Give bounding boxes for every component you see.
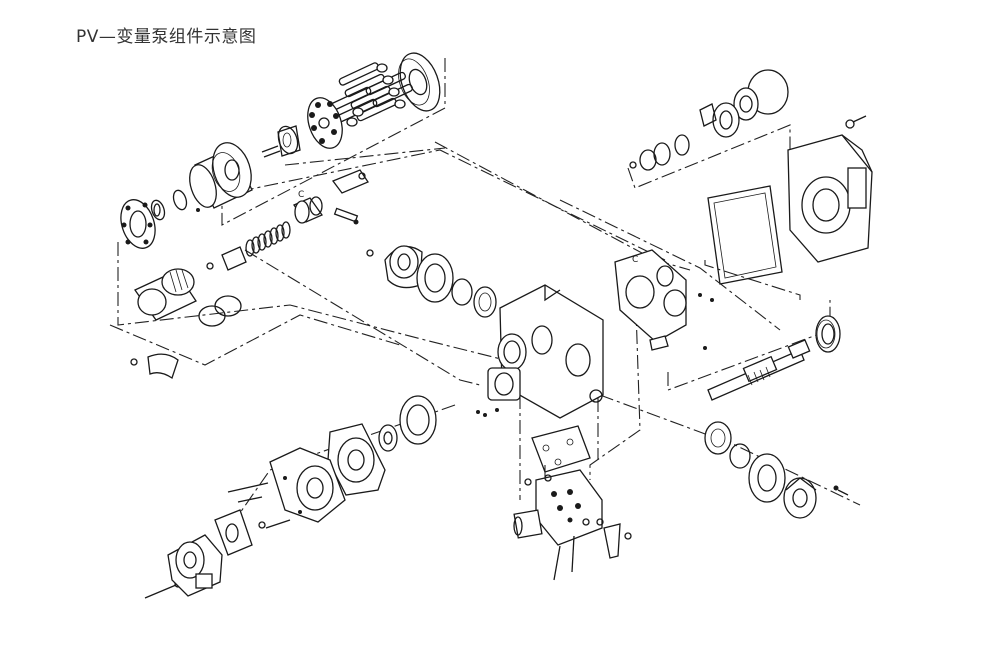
shaft-seal-flange — [366, 245, 497, 318]
front-seal-bearing — [378, 395, 437, 452]
spherical-bushing — [261, 125, 301, 158]
compensator-valve — [513, 469, 632, 581]
front-bearing-set — [704, 421, 786, 503]
auxiliary-gear-pump — [167, 509, 253, 597]
valve-gasket — [531, 425, 591, 473]
control-piston — [293, 196, 323, 224]
diagram-title: PV—变量泵组件示意图 — [76, 27, 257, 47]
bearing-shell — [130, 353, 179, 380]
swashplate: C — [614, 249, 714, 351]
shaft-end-rings — [629, 69, 789, 171]
small-rings-top — [150, 189, 200, 221]
svg-text:C: C — [632, 255, 638, 265]
cylinder-block — [189, 142, 253, 209]
spring-pin-set: C — [298, 169, 369, 225]
swash-bearing-cradle — [134, 268, 197, 321]
pump-housing — [476, 284, 604, 419]
retainer-plate — [307, 97, 343, 149]
through-drive-adapter — [269, 423, 386, 523]
adjusting-spring — [206, 221, 291, 271]
cover-gasket — [707, 185, 783, 285]
seal-rings — [198, 295, 242, 327]
rear-flange-plate — [120, 199, 156, 249]
valve-plate-disc — [398, 52, 441, 112]
cover-flange — [783, 477, 849, 519]
drive-shaft — [707, 339, 811, 401]
end-cover — [787, 115, 873, 263]
svg-text:C: C — [298, 190, 304, 200]
tapered-roller-bearing — [815, 315, 841, 353]
